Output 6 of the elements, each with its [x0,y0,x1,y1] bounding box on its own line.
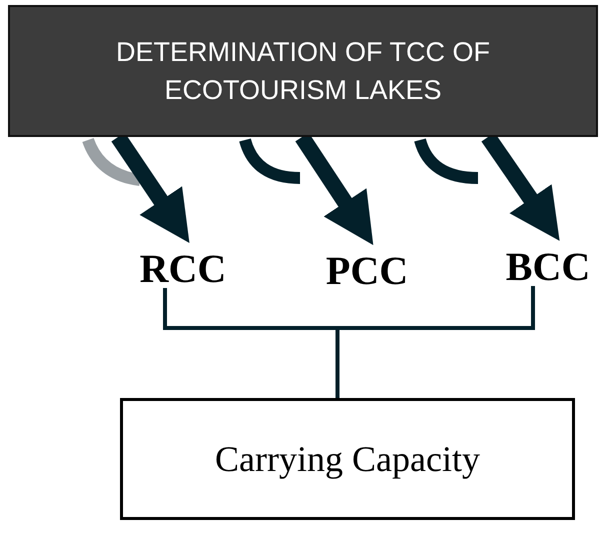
node-label: RCC [128,248,238,290]
node-label: BCC [492,246,604,288]
node-label: PCC [312,250,422,292]
title-box: DETERMINATION OF TCC OF ECOTOURISM LAKES [8,5,598,137]
bracket-line [336,286,535,398]
result-box: Carrying Capacity [120,398,575,520]
